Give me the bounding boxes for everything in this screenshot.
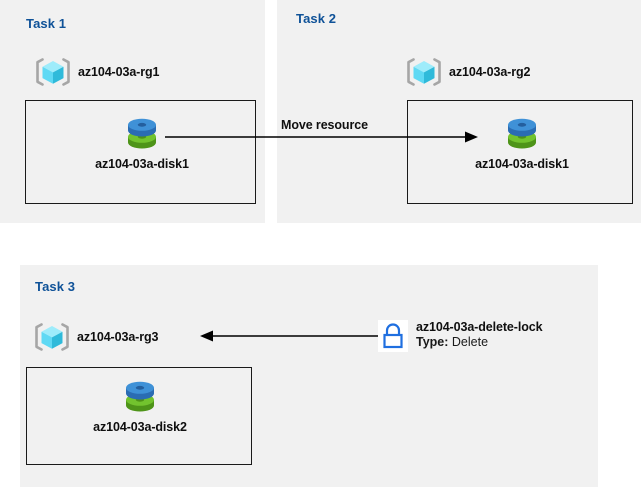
delete-lock-type-label: Type: xyxy=(416,335,449,349)
lock-icon xyxy=(378,320,408,352)
panel-task-2 xyxy=(277,0,641,223)
delete-lock-name: az104-03a-delete-lock xyxy=(416,320,543,334)
disk-node-disk2-task-3: az104-03a-disk2 xyxy=(60,375,220,434)
resource-box-task-1 xyxy=(25,100,256,204)
disk-label-disk1-task-1: az104-03a-disk1 xyxy=(95,157,189,171)
panel-task-1 xyxy=(0,0,265,223)
disk-label-disk2-task-3: az104-03a-disk2 xyxy=(93,420,187,434)
disk-label-disk1-task-2: az104-03a-disk1 xyxy=(475,157,569,171)
managed-disk-icon xyxy=(442,112,602,154)
delete-lock-node: az104-03a-delete-lock Type: Delete xyxy=(378,320,543,352)
panel-title-task-1: Task 1 xyxy=(26,16,67,31)
delete-lock-type-row: Type: Delete xyxy=(416,335,542,349)
connector-label-move-resource: Move resource xyxy=(281,118,368,132)
resource-group-label-rg1: az104-03a-rg1 xyxy=(78,65,160,79)
connector-delete-lock-arrow xyxy=(200,330,380,342)
delete-lock-type-value: Delete xyxy=(451,335,489,349)
resource-group-node-rg3: az104-03a-rg3 xyxy=(33,318,158,356)
resource-group-icon xyxy=(33,318,71,356)
resource-group-node-rg1: az104-03a-rg1 xyxy=(34,53,159,91)
resource-box-task-3 xyxy=(26,367,252,465)
resource-group-icon xyxy=(405,53,443,91)
resource-group-label-rg2: az104-03a-rg2 xyxy=(449,65,531,79)
disk-node-disk1-task-1: az104-03a-disk1 xyxy=(62,112,222,171)
panel-task-3 xyxy=(20,265,598,487)
delete-lock-text: az104-03a-delete-lock Type: Delete xyxy=(416,320,543,349)
panel-title-task-3: Task 3 xyxy=(35,279,76,294)
resource-group-node-rg2: az104-03a-rg2 xyxy=(405,53,530,91)
resource-group-label-rg3: az104-03a-rg3 xyxy=(77,330,159,344)
panel-title-task-2: Task 2 xyxy=(296,11,337,26)
disk-node-disk1-task-2: az104-03a-disk1 xyxy=(442,112,602,171)
managed-disk-icon xyxy=(62,112,222,154)
connector-move-resource-arrow xyxy=(165,131,478,143)
managed-disk-icon xyxy=(60,375,220,417)
resource-box-task-2 xyxy=(407,100,633,204)
resource-group-icon xyxy=(34,53,72,91)
